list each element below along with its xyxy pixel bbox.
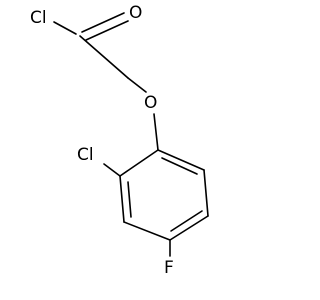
atom-label-o-carbonyl: O xyxy=(129,3,142,23)
ring-bond-5 xyxy=(119,175,125,223)
bond-cl-carbonyl-carbon xyxy=(53,21,77,35)
bond-carbonyl-double-b xyxy=(85,20,129,41)
bond-ch2-ether-oxygen xyxy=(127,77,147,93)
molecule-structure-diagram: Cl O O Cl F xyxy=(30,3,209,278)
bond-ring-chlorine xyxy=(103,163,121,177)
atom-label-o-ether: O xyxy=(144,93,157,113)
ring-bond-2 xyxy=(203,169,209,217)
ring-bond-3 xyxy=(169,215,209,241)
bond-ether-oxygen-ring xyxy=(153,113,159,151)
ring-double-bond-left xyxy=(127,181,132,218)
ring-double-bond-bottom xyxy=(170,210,203,232)
bond-carbonyl-ch2 xyxy=(79,35,129,79)
bond-carbonyl-double-a xyxy=(81,12,125,33)
ring-bond-6 xyxy=(119,149,159,177)
ring-bond-4 xyxy=(123,221,171,241)
atom-label-f-ring: F xyxy=(164,258,174,278)
atom-label-cl-acyl: Cl xyxy=(30,8,47,28)
ring-double-bond-top xyxy=(161,157,198,175)
ring-bond-1 xyxy=(157,149,205,171)
atom-label-cl-ring: Cl xyxy=(77,145,94,165)
